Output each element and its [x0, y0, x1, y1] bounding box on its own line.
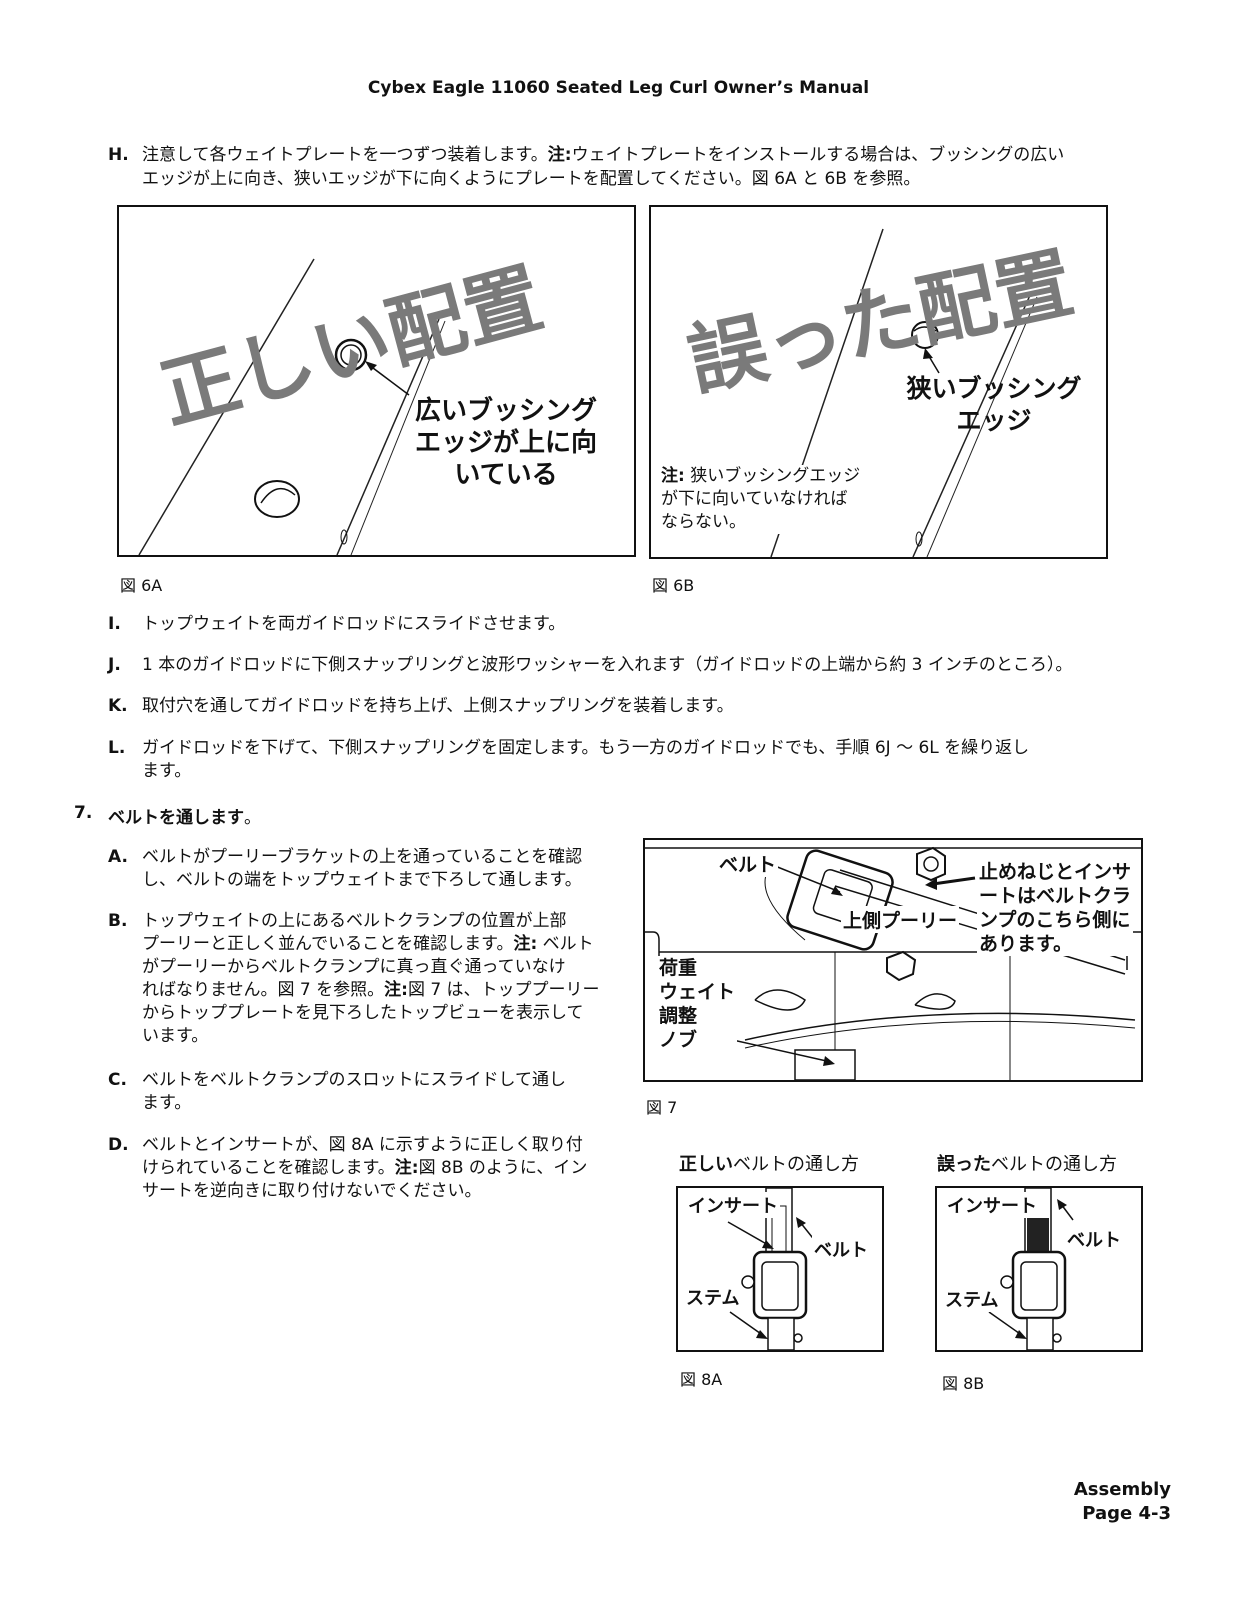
step-text: ベルトをベルトクランプのスロットにスライドして通し: [142, 1070, 566, 1090]
step-text: プーリーと正しく並んでいることを確認します。注: ベルト: [142, 934, 594, 954]
footer-page-number: Page 4-3: [1082, 1503, 1171, 1524]
label-belt: ベルト: [1065, 1226, 1123, 1252]
step-text: し、ベルトの端をトップウェイトまで下ろして通します。: [142, 870, 582, 890]
step-text: トップウェイトの上にあるベルトクランプの位置が上部: [142, 911, 567, 931]
step-text: います。: [142, 1026, 209, 1046]
label-belt: ベルト: [717, 850, 779, 877]
figure-8a-caption: 図 8A: [680, 1370, 723, 1389]
step-label: D.: [108, 1135, 129, 1155]
callout-wide-bushing: 広いブッシング エッジが上に向 いている: [414, 396, 597, 490]
section-7-title: ベルトを通します。: [108, 808, 261, 828]
figure-6b: 誤った配置 狭いブッシング エッジ 注: 狭いブッシングエッジ が下に向いていな…: [649, 205, 1108, 559]
step-text: エッジが上に向き、狭いエッジが下に向くようにプレートを配置してください。図 6A…: [142, 169, 921, 189]
callout-narrow-bushing: 狭いブッシング エッジ: [906, 374, 1082, 435]
figure-8b-caption: 図 8B: [942, 1374, 985, 1393]
step-text: 注意して各ウェイトプレートを一つずつ装着します。注:ウェイトプレートをインストー…: [142, 145, 1065, 165]
figure-6a-drawing: [138, 258, 446, 555]
figure-6b-note: 注: 狭いブッシングエッジ が下に向いていなければ ならない。: [661, 465, 861, 534]
figure-6a: 正しい配置 広いブッシング エッジが上に向 いている: [117, 205, 636, 557]
step-label: H.: [108, 145, 129, 165]
figure-8b-title: 誤ったベルトの通し方: [937, 1154, 1117, 1175]
label-upper-pulley: 上側プーリー: [841, 906, 960, 933]
label-insert: インサート: [945, 1192, 1039, 1218]
section-7-number: 7.: [74, 803, 93, 823]
label-weight-adjust-knob: 荷重 ウェイト 調整 ノブ: [657, 956, 738, 1052]
note-label: 注:: [547, 145, 572, 165]
page-header-title: Cybex Eagle 11060 Seated Leg Curl Owner’…: [367, 78, 870, 98]
step-text: ます。: [142, 1093, 192, 1113]
step-label: J.: [108, 655, 121, 675]
step-text: ガイドロッドを下げて、下側スナップリングを固定します。もう一方のガイドロッドでも…: [142, 738, 1030, 758]
step-label: L.: [108, 738, 126, 758]
step-text: ベルトとインサートが、図 8A に示すように正しく取り付: [142, 1135, 583, 1155]
step-text: サートを逆向きに取り付けないでください。: [142, 1181, 482, 1201]
step-text: からトッププレートを見下ろしたトップビューを表示して: [142, 1003, 584, 1023]
figure-6a-caption: 図 6A: [120, 576, 163, 595]
label-stem: ステム: [943, 1286, 1001, 1312]
figure-7-caption: 図 7: [646, 1098, 678, 1117]
step-label: C.: [108, 1070, 127, 1090]
label-belt: ベルト: [812, 1236, 870, 1262]
step-text: 1 本のガイドロッドに下側スナップリングと波形ワッシャーを入れます（ガイドロッド…: [142, 655, 1073, 675]
note-label: 注:: [394, 1158, 419, 1178]
step-label: I.: [108, 614, 121, 634]
step-label: B.: [108, 911, 128, 931]
step-text: トップウェイトを両ガイドロッドにスライドさせます。: [142, 614, 566, 634]
step-text: 取付穴を通してガイドロッドを持ち上げ、上側スナップリングを装着します。: [142, 696, 734, 716]
label-setscrew-insert: 止めねじとインサ ートはベルトクラ ンプのこちら側に あります。: [977, 860, 1134, 956]
figure-6b-caption: 図 6B: [652, 576, 695, 595]
step-text: けられていることを確認します。注:図 8B のように、イン: [142, 1158, 588, 1178]
figure-8a: インサート ベルト ステム: [676, 1186, 884, 1352]
step-label: K.: [108, 696, 128, 716]
footer-section: Assembly: [1073, 1479, 1171, 1500]
note-label: 注:: [513, 934, 538, 954]
step-label: A.: [108, 847, 128, 867]
label-stem: ステム: [684, 1284, 742, 1310]
label-insert: インサート: [686, 1192, 780, 1218]
note-label: 注:: [384, 980, 408, 1000]
step-text: ます。: [142, 761, 192, 781]
step-text: がプーリーからベルトクランプに真っ直ぐ通っていなけ: [142, 957, 566, 977]
figure-7: ベルト 上側プーリー 止めねじとインサ ートはベルトクラ ンプのこちら側に あり…: [643, 838, 1143, 1082]
page-footer: Assembly Page 4-3: [1074, 1478, 1171, 1526]
step-text: ればなりません。図 7 を参照。注:図 7 は、トッププーリー: [142, 980, 600, 1000]
step-text: ベルトがプーリーブラケットの上を通っていることを確認: [142, 847, 583, 867]
figure-8b: インサート ベルト ステム: [935, 1186, 1143, 1352]
figure-8a-title: 正しいベルトの通し方: [679, 1154, 859, 1175]
